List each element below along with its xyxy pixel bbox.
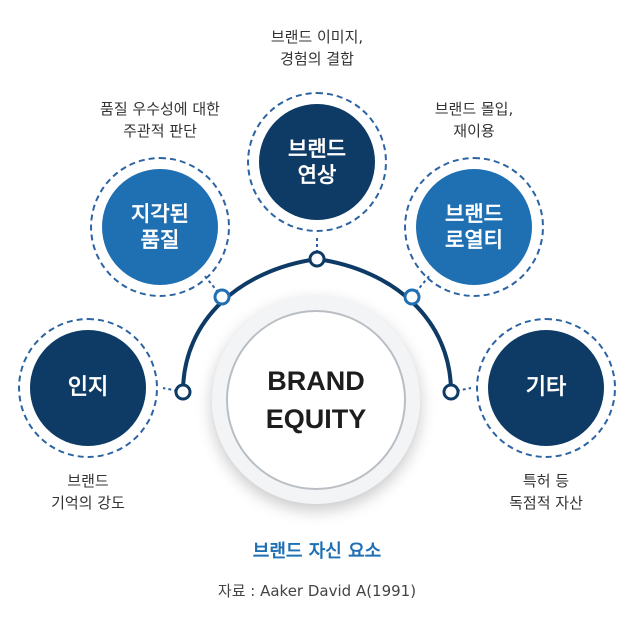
brand-equity-circle: BRAND EQUITY (226, 310, 406, 490)
other-caption-line-1: 특허 등 (522, 472, 570, 490)
loyalty-label-line-2: 로열티 (445, 228, 503, 252)
loyalty-node: 브랜드 로열티 (416, 169, 532, 285)
other-label: 기타 (525, 375, 567, 401)
perceived-quality-label-line-1: 지각된 (131, 201, 189, 226)
connector-dot-loyalty (403, 288, 421, 306)
awareness-ring (18, 318, 158, 458)
awareness-caption-line-2: 기억의 강도 (51, 494, 125, 512)
perceived-quality-caption-line-2: 주관적 판단 (123, 122, 197, 140)
association-ring (247, 92, 387, 232)
connector-dot-other (442, 383, 460, 401)
other-caption-line-2: 독점적 자산 (509, 494, 583, 512)
diagram-title: 브랜드 자신 요소 (252, 541, 382, 562)
association-caption-line-1: 브랜드 이미지, (270, 28, 364, 46)
association-label-line-1: 브랜드 (288, 136, 346, 161)
other-caption: 특허 등 독점적 자산 (476, 470, 616, 514)
awareness-caption: 브랜드 기억의 강도 (18, 470, 158, 514)
loyalty-caption-line-1: 브랜드 몰입, (434, 100, 514, 118)
awareness-caption-line-1: 브랜드 (67, 472, 109, 490)
connector-dot-association (308, 250, 326, 268)
association-node: 브랜드 연상 (259, 104, 375, 220)
center-line-2: EQUITY (265, 404, 367, 434)
association-caption-line-2: 경험의 결합 (280, 50, 354, 68)
connector-dot-perceived-quality (213, 288, 231, 306)
loyalty-ring (404, 157, 544, 297)
perceived-quality-ring (90, 157, 230, 297)
perceived-quality-label-line-2: 품질 (140, 228, 180, 252)
perceived-quality-caption: 품질 우수성에 대한 주관적 판단 (60, 98, 260, 142)
perceived-quality-node: 지각된 품질 (102, 169, 218, 285)
association-caption: 브랜드 이미지, 경험의 결합 (217, 26, 417, 70)
awareness-node: 인지 (30, 330, 146, 446)
loyalty-caption-line-2: 재이용 (453, 122, 495, 140)
other-node: 기타 (488, 330, 604, 446)
association-label-line-2: 연상 (297, 163, 337, 187)
source-note: 자료 : Aaker David A(1991) (217, 582, 417, 600)
other-ring (476, 318, 616, 458)
center-line-1: BRAND (267, 366, 365, 396)
awareness-label: 인지 (67, 375, 109, 401)
connector-dot-awareness (174, 383, 192, 401)
perceived-quality-caption-line-1: 품질 우수성에 대한 (100, 100, 220, 118)
loyalty-caption: 브랜드 몰입, 재이용 (394, 98, 554, 142)
loyalty-label-line-1: 브랜드 (445, 201, 503, 226)
